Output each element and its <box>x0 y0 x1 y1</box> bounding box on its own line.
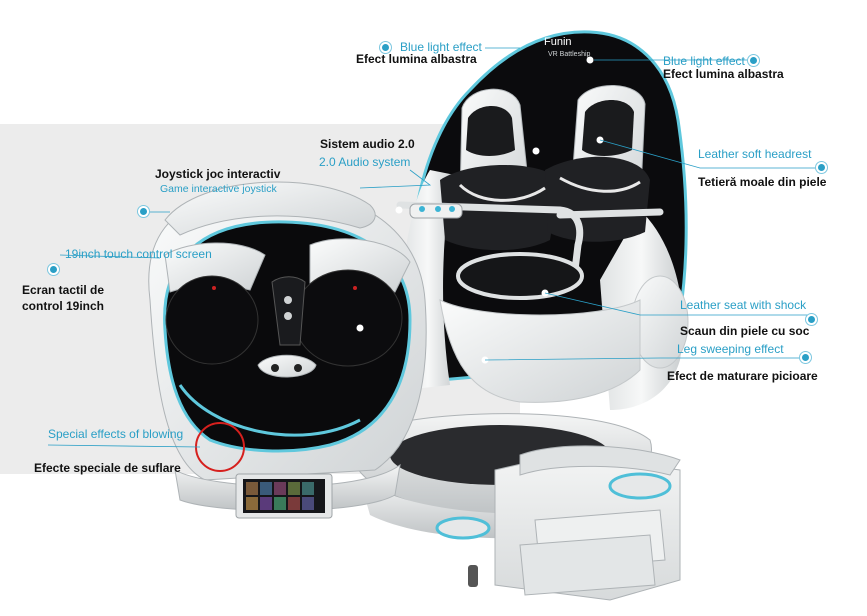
bubble-nose <box>257 354 317 378</box>
callout-marker-icon <box>808 316 815 323</box>
leg-sweep-en: Leg sweeping effect <box>677 342 784 356</box>
blowing-en: Special effects of blowing <box>48 427 184 441</box>
bubble-right-eye <box>293 269 403 367</box>
step-top <box>519 445 681 476</box>
joystick-en: Game interactive joystick <box>160 183 277 195</box>
bubble-nose-hole-1 <box>271 364 279 372</box>
audio-en: 2.0 Audio system <box>319 155 411 169</box>
zoom-bubble <box>148 181 427 519</box>
right-seat <box>545 156 650 242</box>
seat-ro: Scaun din piele cu soc <box>680 324 810 338</box>
seat-en: Leather seat with shock <box>680 298 807 312</box>
blue-light-left-ro: Efect lumina albastra <box>356 52 477 66</box>
touch-screen-en: 19inch touch control screen <box>65 247 212 261</box>
handle-bar-right <box>556 208 664 219</box>
leader-lines <box>47 47 822 448</box>
touch-screen-ro-2: control 19inch <box>22 299 105 313</box>
blue-light-right-ro: Efect lumina albastra <box>663 67 784 81</box>
bubble-speaker-1 <box>284 296 292 304</box>
brand-logo-sub: VR Battleship <box>548 51 591 58</box>
console-button-2 <box>435 206 441 212</box>
foot-pad-right <box>608 472 672 500</box>
audio-ro: Sistem audio 2.0 <box>320 137 415 151</box>
bubble-cyan-rim <box>178 384 361 437</box>
callout-marker-icon <box>818 164 825 171</box>
foot-pad-left <box>435 516 491 540</box>
blue-light-right-en: Blue light effect <box>663 54 745 68</box>
lower-step-2 <box>519 534 656 596</box>
console-button-3 <box>449 206 455 212</box>
right-headrest-pad <box>582 100 634 156</box>
brand-logo: Funin <box>544 36 572 48</box>
console-button-1 <box>419 206 425 212</box>
bubble-red-light-2 <box>353 286 357 290</box>
lower-body <box>439 299 641 403</box>
leg-sweep-ro: Efect de maturare picioare <box>667 369 818 383</box>
callout-marker-icon <box>140 208 147 215</box>
bubble-left-eye <box>165 275 259 365</box>
base-foot <box>468 565 478 587</box>
callout-marker-icon <box>750 57 757 64</box>
bubble-nose-hole-2 <box>294 364 302 372</box>
bubble-red-light-1 <box>212 286 216 290</box>
left-headrest-pad <box>466 106 515 156</box>
callout-marker-icon <box>382 44 389 51</box>
screen-thumbnails <box>246 482 314 510</box>
callout-marker-icon <box>802 354 809 361</box>
blowing-ro: Efecte speciale de suflare <box>34 461 181 475</box>
touch-screen-ro-1: Ecran tactil de <box>22 283 105 297</box>
egg-chair <box>349 30 689 539</box>
bubble-speaker-2 <box>284 312 292 320</box>
joystick-ro: Joystick joc interactiv <box>155 167 281 181</box>
seat-pan <box>456 252 584 300</box>
seat-stitch <box>458 176 641 202</box>
bubble-top-cap <box>164 181 376 236</box>
entry-steps <box>435 445 681 601</box>
callout-marker-icon <box>50 266 57 273</box>
headrest-ro: Tetieră moale din piele <box>698 175 827 189</box>
handle-bar <box>396 201 584 274</box>
bubble-center-ridge <box>271 276 306 346</box>
blue-light-left-en: Blue light effect <box>400 40 482 54</box>
headrest-en: Leather soft headrest <box>698 147 812 161</box>
